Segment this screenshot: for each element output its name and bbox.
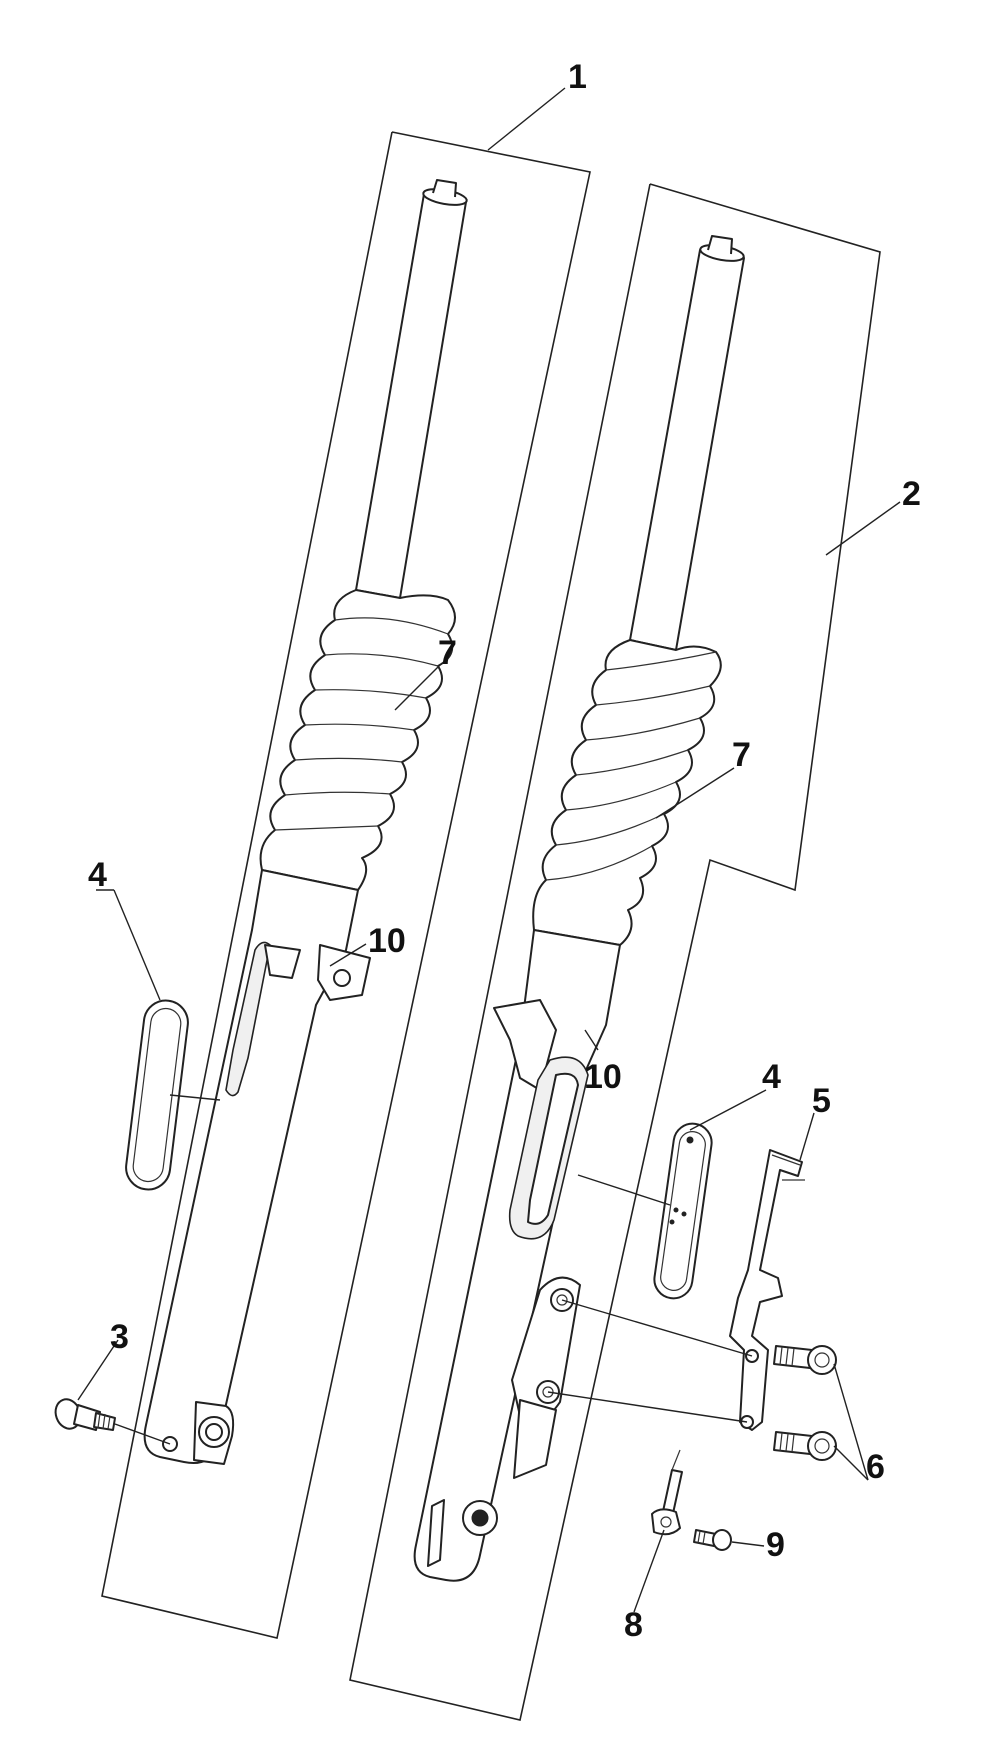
callout-7-left-label: 7 [438, 634, 457, 672]
callout-3-label: 3 [110, 1318, 129, 1356]
right-fork-dust-boot [532, 639, 722, 946]
callout-6-label: 6 [866, 1448, 885, 1486]
group-frame-right-fork [349, 183, 881, 1721]
right-fork-inner-tube [629, 235, 745, 651]
callout-4-left-label: 4 [88, 856, 107, 894]
callout-4-right-label: 4 [762, 1058, 781, 1096]
right-reflector [577, 1122, 713, 1300]
clip-screw [693, 1529, 732, 1551]
caliper-bracket-bolt-lower [773, 1431, 837, 1461]
left-reflector [125, 999, 221, 1191]
brake-hose-clip [651, 1449, 683, 1536]
right-fork-leg [413, 235, 745, 1582]
right-fork-outer-slider [413, 929, 621, 1582]
left-axle-clamp-bolt [54, 1398, 171, 1445]
brake-hose-bracket [729, 1149, 805, 1431]
group-frame-left-fork [101, 131, 591, 1639]
bolt-leader-upper [561, 1299, 753, 1357]
callout-leaders [77, 87, 901, 1613]
callout-9-label: 9 [766, 1526, 785, 1564]
left-fork-dust-boot [259, 589, 456, 891]
callout-7-right-label: 7 [732, 736, 751, 774]
callout-5-label: 5 [812, 1082, 831, 1120]
left-fork-leg [143, 179, 468, 1465]
callout-2-label: 2 [902, 475, 921, 513]
callout-1-label: 1 [568, 58, 587, 96]
bolt-leader-lower [547, 1391, 748, 1423]
callout-8-label: 8 [624, 1606, 643, 1644]
callout-10-left-label: 10 [368, 922, 406, 960]
callout-10-right-label: 10 [584, 1058, 622, 1096]
caliper-bracket-bolt-upper [773, 1345, 837, 1375]
left-fork-outer-slider [143, 869, 371, 1465]
left-fork-inner-tube [355, 179, 468, 599]
